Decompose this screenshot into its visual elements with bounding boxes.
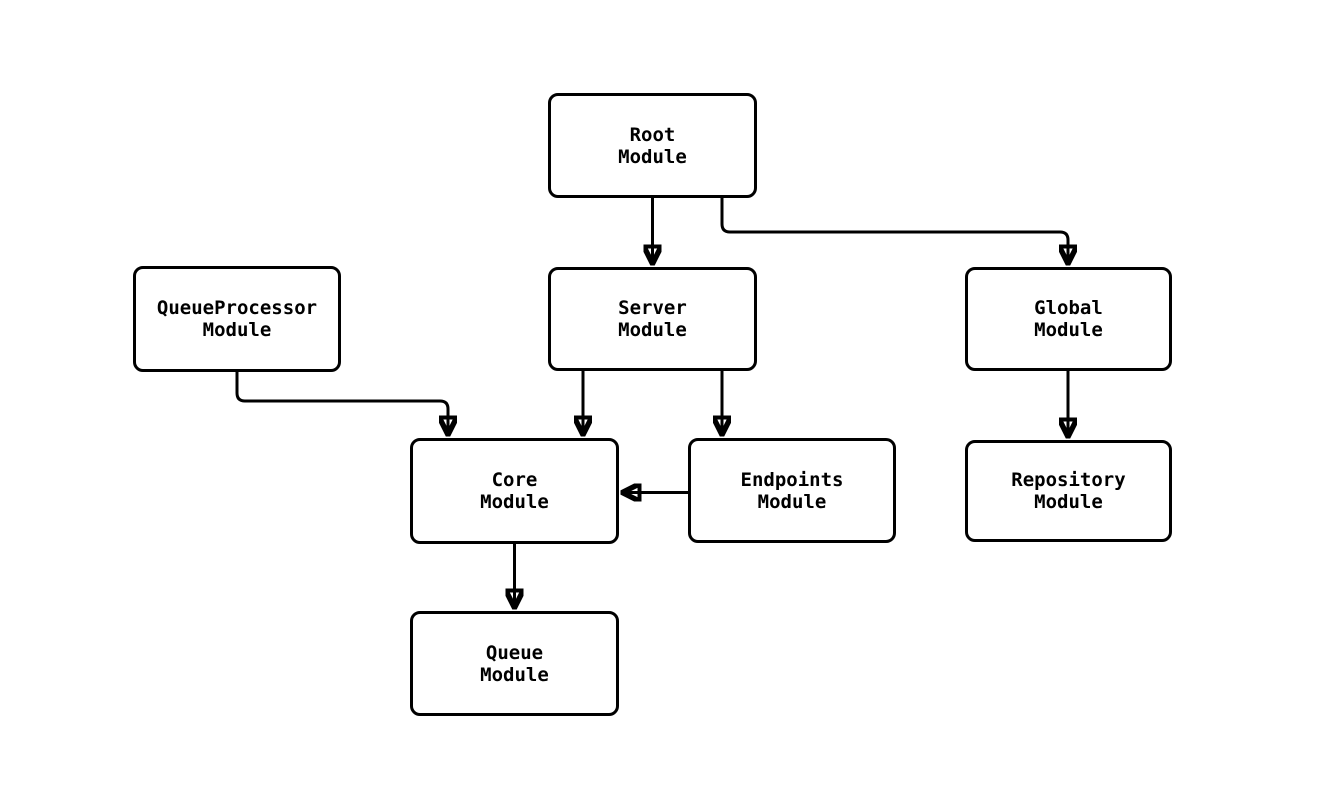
node-root-module-label: Root Module [618, 123, 687, 168]
node-endpoints-module: Endpoints Module [688, 438, 896, 543]
node-queueprocessor-module-label: QueueProcessor Module [156, 297, 318, 341]
node-queue-module-label: Queue Module [480, 641, 549, 686]
node-server-module: Server Module [548, 267, 757, 371]
node-server-module-label: Server Module [618, 297, 687, 341]
node-queueprocessor-module: QueueProcessor Module [133, 266, 341, 372]
node-global-module: Global Module [965, 267, 1172, 371]
node-global-module-label: Global Module [1034, 297, 1103, 341]
connector-queueprocessor-to-core [235, 372, 448, 433]
node-endpoints-module-label: Endpoints Module [740, 468, 844, 513]
node-repository-module: Repository Module [965, 440, 1172, 542]
node-core-module-label: Core Module [480, 469, 549, 513]
node-root-module: Root Module [548, 93, 757, 198]
node-repository-module-label: Repository Module [1011, 469, 1126, 513]
connector-root-to-global [720, 198, 1068, 262]
node-core-module: Core Module [410, 438, 619, 544]
node-queue-module: Queue Module [410, 611, 619, 716]
